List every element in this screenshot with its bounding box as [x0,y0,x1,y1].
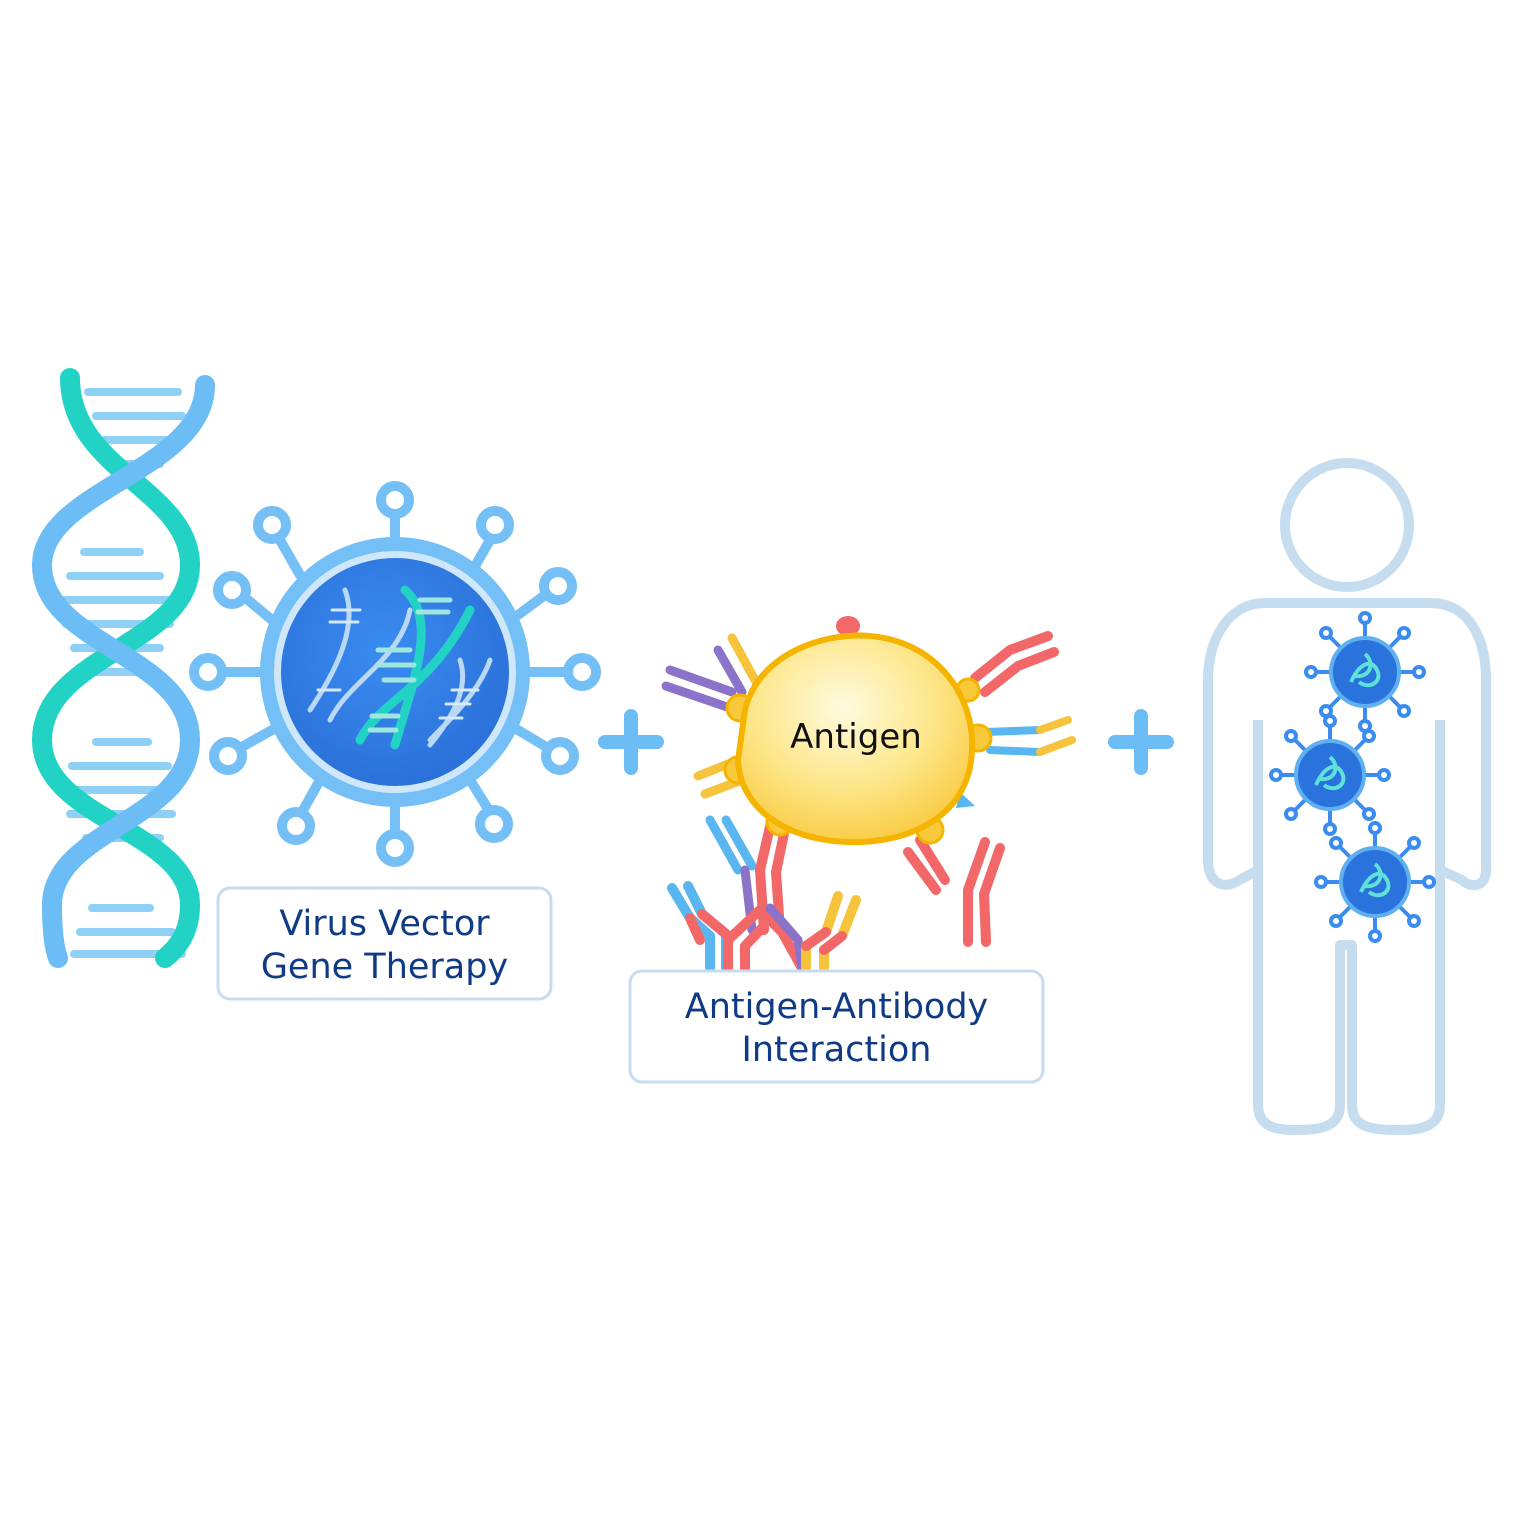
interaction-label-line1: Antigen-Antibody [685,987,989,1027]
antibody-icon [661,633,761,713]
virus-vector-label-line1: Virus Vector [279,904,490,944]
virus-vector-label-box: Virus Vector Gene Therapy [216,886,553,1001]
interaction-label-line2: Interaction [742,1030,932,1070]
antibody-icon [903,835,1005,947]
virus-vector-icon [189,481,601,867]
antigen-cell-icon: Antigen [723,616,993,846]
antibody-icon [970,631,1059,697]
plus-icon [1108,709,1174,775]
virus-particle-icon [1314,821,1436,943]
dna-helix-icon [31,368,215,968]
antibody-icon [981,716,1076,756]
antibody-group [661,631,1076,973]
virus-vector-label-line2: Gene Therapy [261,947,508,987]
antigen-label: Antigen [790,717,922,757]
plus-icon [598,709,664,775]
virus-particle-icon [1304,611,1426,733]
interaction-label-box: Antigen-Antibody Interaction [628,969,1045,1084]
virus-particle-icon [1269,714,1391,836]
antibody-icon [801,891,861,973]
antibody-icon [705,815,757,935]
antibody-icon [667,881,731,973]
antibody-icon [723,903,807,973]
